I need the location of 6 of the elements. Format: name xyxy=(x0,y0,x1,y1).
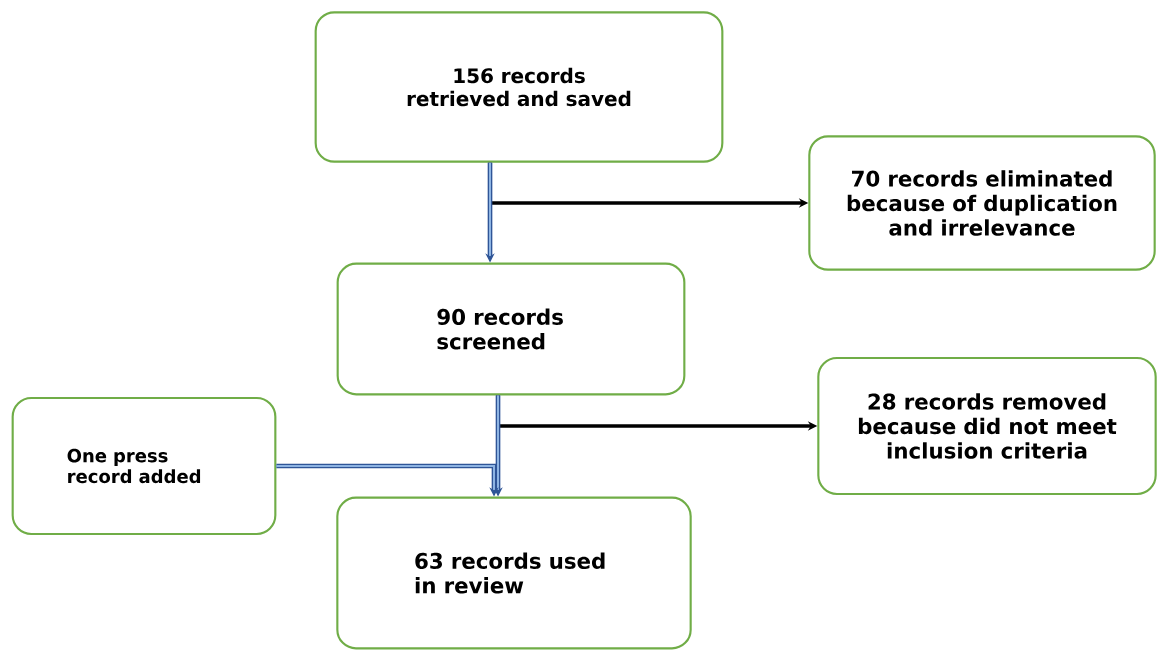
process-box: 156 records retrieved and saved xyxy=(314,11,724,163)
process-box: 70 records eliminated because of duplication and irrelevance xyxy=(808,135,1156,271)
process-box: 28 records removed because did not meet inclusion criteria xyxy=(817,356,1157,496)
process-box: 63 records used in review xyxy=(336,496,692,650)
process-box: One press record added xyxy=(11,396,277,536)
process-box: 90 records screened xyxy=(336,262,686,396)
